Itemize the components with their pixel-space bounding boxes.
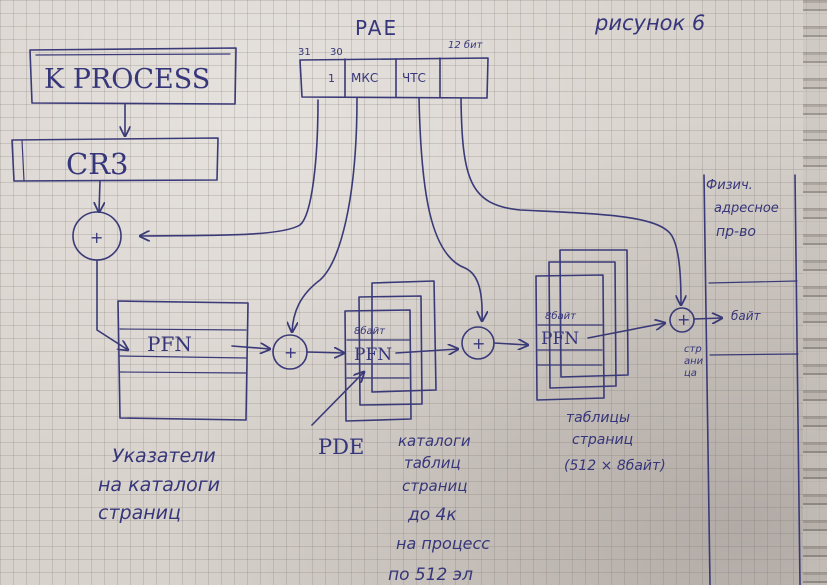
arrow-offset-to-adder4: [460, 97, 681, 305]
pd-desc-6: по 512 эл: [388, 565, 473, 585]
arrow-pde-pointer: [311, 372, 364, 426]
pdpt-desc-3: страниц: [98, 502, 181, 524]
phys-memory-column: [703, 174, 801, 585]
pt-desc-1: таблицы: [566, 410, 630, 426]
bit-12-label: 12 бит: [448, 39, 484, 51]
pd-desc-1: каталоги: [398, 432, 471, 450]
byte-label: байт: [731, 309, 762, 323]
pt-desc-3: (512 × 8байт): [564, 458, 666, 474]
bit-31-label: 31: [298, 47, 311, 58]
bit-30-label: 30: [330, 47, 343, 58]
pt-pfn: PFN: [541, 329, 579, 349]
pae-field-mks: МКС: [351, 71, 378, 85]
adder-4-sign: +: [677, 310, 690, 329]
page-label-2: ани: [684, 356, 704, 367]
adder-1-sign: +: [90, 228, 103, 247]
kprocess-box: [29, 47, 237, 105]
page-label-3: ца: [684, 368, 697, 379]
pd-8bytes: 8байт: [354, 325, 386, 337]
cr3-box: [11, 137, 219, 182]
pd-desc-3: страниц: [402, 477, 467, 495]
phys-memory-line1: Физич.: [706, 178, 753, 193]
arrow-adder1-pdpt: [96, 259, 128, 350]
pt-stack-back-2: [559, 249, 629, 378]
pdpt-desc-2: на каталоги: [98, 474, 220, 496]
pt-stack-front: [535, 274, 605, 401]
pde-label: PDE: [318, 435, 364, 459]
phys-memory-line2: адресное: [714, 201, 779, 216]
arrow-adder4-memory: [693, 318, 722, 319]
figure-caption: рисунок 6: [594, 11, 705, 35]
arrow-mks-to-adder2: [292, 97, 358, 332]
pd-stack-front: [344, 309, 412, 422]
adder-3-sign: +: [472, 334, 485, 353]
cr3-label: CR3: [66, 147, 128, 181]
pdpt-box: [117, 300, 249, 421]
pae-address-box: [299, 57, 489, 99]
pae-label: PAE: [355, 16, 398, 40]
pt-8bytes: 8байт: [545, 310, 577, 322]
pae-field-dividers: [344, 57, 441, 98]
pdpt-desc-1: Указатели: [112, 445, 216, 467]
pdpt-pfn: PFN: [147, 332, 192, 356]
pd-pfn: PFN: [354, 345, 392, 365]
pae-field-chts: ЧТС: [402, 71, 426, 85]
pt-stack-back-1: [548, 261, 617, 389]
arrow-cr3-adder: [99, 180, 100, 212]
pt-desc-2: страниц: [572, 432, 633, 448]
arrow-chts-to-adder3: [418, 97, 482, 321]
pd-desc-4: до 4к: [407, 505, 457, 525]
arrow-adder3-pt: [493, 343, 528, 345]
arrow-adder2-pd: [306, 352, 344, 353]
page-label-1: стр: [684, 344, 702, 355]
spiral-binding: [803, 0, 827, 585]
phys-memory-line3: пр-во: [716, 224, 756, 240]
pd-desc-5: на процесс: [396, 534, 490, 553]
adder-4: [669, 307, 695, 333]
arrow-bits-to-adder1: [140, 99, 319, 236]
arrow-pd-adder3: [395, 349, 458, 353]
arrow-pdpt-adder2: [231, 346, 270, 349]
pae-field-1: 1: [328, 72, 335, 85]
arrow-pt-adder4: [587, 323, 665, 339]
pd-stack-back-2: [371, 280, 437, 393]
pd-desc-2: таблиц: [404, 454, 461, 472]
adder-2-sign: +: [284, 343, 297, 362]
pd-stack-back-1: [358, 295, 423, 406]
kprocess-label: K PROCESS: [44, 64, 210, 95]
